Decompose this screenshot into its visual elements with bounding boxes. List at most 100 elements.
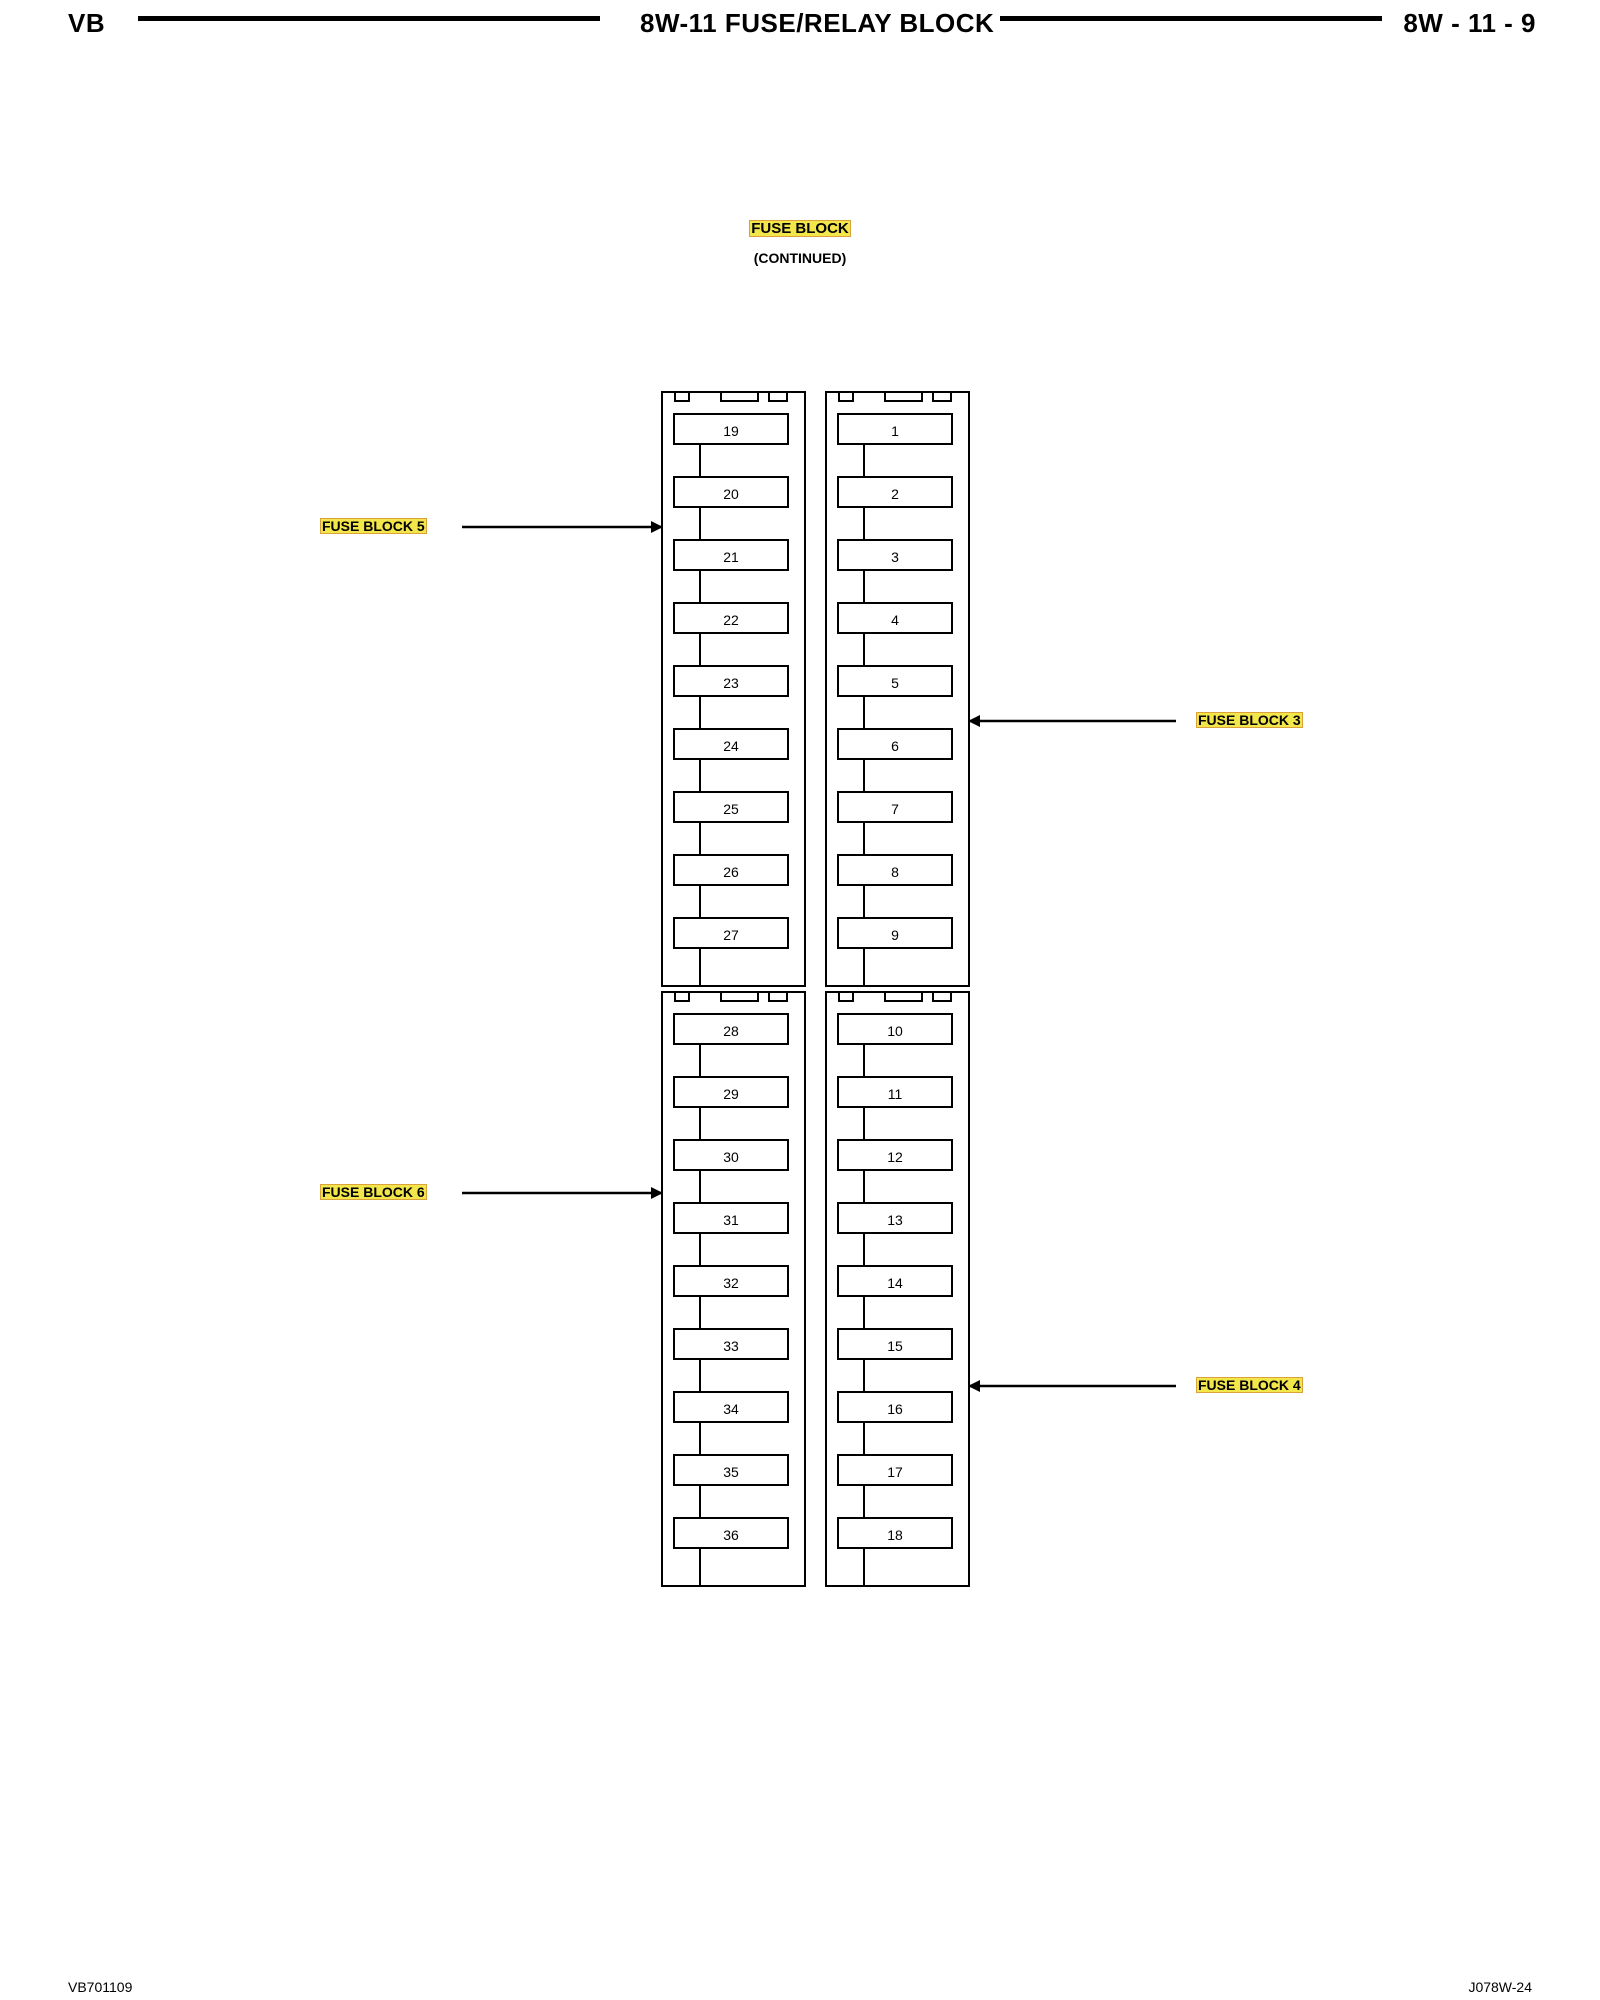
fuse-block-6-tab-center (720, 991, 759, 1002)
fuse-3 (837, 539, 953, 571)
fuse-label-15: 15 (887, 1338, 903, 1354)
callout-fuse-block-5-wrap: FUSE BLOCK 5 (320, 518, 427, 534)
fuse-label-21: 21 (723, 549, 739, 565)
header-rule-right (1000, 16, 1382, 21)
fuse-18 (837, 1517, 953, 1549)
fuse-25 (673, 791, 789, 823)
fuse-13 (837, 1202, 953, 1234)
fuse-32 (673, 1265, 789, 1297)
header-rule-left (138, 16, 600, 21)
fuse-label-24: 24 (723, 738, 739, 754)
fuse-label-3: 3 (891, 549, 899, 565)
fuse-label-12: 12 (887, 1149, 903, 1165)
fuse-19 (673, 413, 789, 445)
fuse-1 (837, 413, 953, 445)
fuse-label-28: 28 (723, 1023, 739, 1039)
fuse-label-11: 11 (888, 1086, 903, 1102)
fuse-label-1: 1 (891, 423, 899, 439)
fuse-label-10: 10 (887, 1023, 903, 1039)
header-section-code: VB (68, 8, 106, 38)
fuse-36 (673, 1517, 789, 1549)
fuse-7 (837, 791, 953, 823)
fuse-label-35: 35 (723, 1464, 739, 1480)
header-page-number: 8W - 11 - 9 (1403, 8, 1536, 38)
fuse-14 (837, 1265, 953, 1297)
fuse-label-16: 16 (887, 1401, 903, 1417)
fuse-20 (673, 476, 789, 508)
diagram-title: FUSE BLOCK (749, 220, 851, 237)
footer-reference-code: J078W-24 (1468, 1979, 1532, 1995)
fuse-31 (673, 1202, 789, 1234)
fuse-label-20: 20 (723, 486, 739, 502)
fuse-23 (673, 665, 789, 697)
fuse-15 (837, 1328, 953, 1360)
fuse-block-6-tab-right (768, 991, 788, 1002)
fuse-4 (837, 602, 953, 634)
fuse-26 (673, 854, 789, 886)
fuse-17 (837, 1454, 953, 1486)
fuse-label-18: 18 (887, 1527, 903, 1543)
fuse-label-23: 23 (723, 675, 739, 691)
fuse-label-26: 26 (723, 864, 739, 880)
diagram-subtitle: (CONTINUED) (753, 250, 847, 266)
fuse-label-14: 14 (887, 1275, 903, 1291)
fuse-8 (837, 854, 953, 886)
diagram-title-wrap: FUSE BLOCK (0, 220, 1600, 237)
fuse-label-9: 9 (891, 927, 899, 943)
fuse-30 (673, 1139, 789, 1171)
fuse-12 (837, 1139, 953, 1171)
fuse-label-31: 31 (723, 1212, 739, 1228)
fuse-label-6: 6 (891, 738, 899, 754)
callout-fuse-block-3-wrap: FUSE BLOCK 3 (1196, 712, 1303, 728)
fuse-label-13: 13 (887, 1212, 903, 1228)
fuse-label-7: 7 (891, 801, 899, 817)
fuse-29 (673, 1076, 789, 1108)
fuse-label-34: 34 (723, 1401, 739, 1417)
fuse-21 (673, 539, 789, 571)
fuse-label-27: 27 (723, 927, 739, 943)
fuse-block-3-tab-right (932, 391, 952, 402)
fuse-block-6-tab-left (674, 991, 690, 1002)
fuse-label-33: 33 (723, 1338, 739, 1354)
footer-figure-code: VB701109 (68, 1979, 133, 1995)
fuse-label-29: 29 (723, 1086, 739, 1102)
fuse-block-5-tab-right (768, 391, 788, 402)
fuse-label-8: 8 (891, 864, 899, 880)
fuse-label-5: 5 (891, 675, 899, 691)
callout-fuse-block-3: FUSE BLOCK 3 (1196, 712, 1303, 728)
fuse-block-4-tab-center (884, 991, 923, 1002)
callout-fuse-block-6-wrap: FUSE BLOCK 6 (320, 1184, 427, 1200)
fuse-label-36: 36 (723, 1527, 739, 1543)
fuse-6 (837, 728, 953, 760)
fuse-27 (673, 917, 789, 949)
fuse-label-4: 4 (891, 612, 899, 628)
fuse-label-30: 30 (723, 1149, 739, 1165)
fuse-10 (837, 1013, 953, 1045)
fuse-22 (673, 602, 789, 634)
header-title: 8W-11 FUSE/RELAY BLOCK (640, 8, 995, 38)
callout-fuse-block-5: FUSE BLOCK 5 (320, 518, 427, 534)
callout-fuse-block-6: FUSE BLOCK 6 (320, 1184, 427, 1200)
fuse-16 (837, 1391, 953, 1423)
callout-fuse-block-4: FUSE BLOCK 4 (1196, 1377, 1303, 1393)
fuse-28 (673, 1013, 789, 1045)
fuse-block-3-tab-left (838, 391, 854, 402)
fuse-label-2: 2 (891, 486, 899, 502)
callout-fuse-block-4-wrap: FUSE BLOCK 4 (1196, 1377, 1303, 1393)
fuse-2 (837, 476, 953, 508)
fuse-block-3-tab-center (884, 391, 923, 402)
fuse-34 (673, 1391, 789, 1423)
fuse-label-19: 19 (723, 423, 739, 439)
fuse-35 (673, 1454, 789, 1486)
fuse-label-25: 25 (723, 801, 739, 817)
fuse-11 (837, 1076, 953, 1108)
fuse-label-22: 22 (723, 612, 739, 628)
fuse-block-4-tab-left (838, 991, 854, 1002)
fuse-5 (837, 665, 953, 697)
fuse-block-5-tab-center (720, 391, 759, 402)
fuse-label-17: 17 (887, 1464, 903, 1480)
fuse-24 (673, 728, 789, 760)
fuse-label-32: 32 (723, 1275, 739, 1291)
fuse-9 (837, 917, 953, 949)
